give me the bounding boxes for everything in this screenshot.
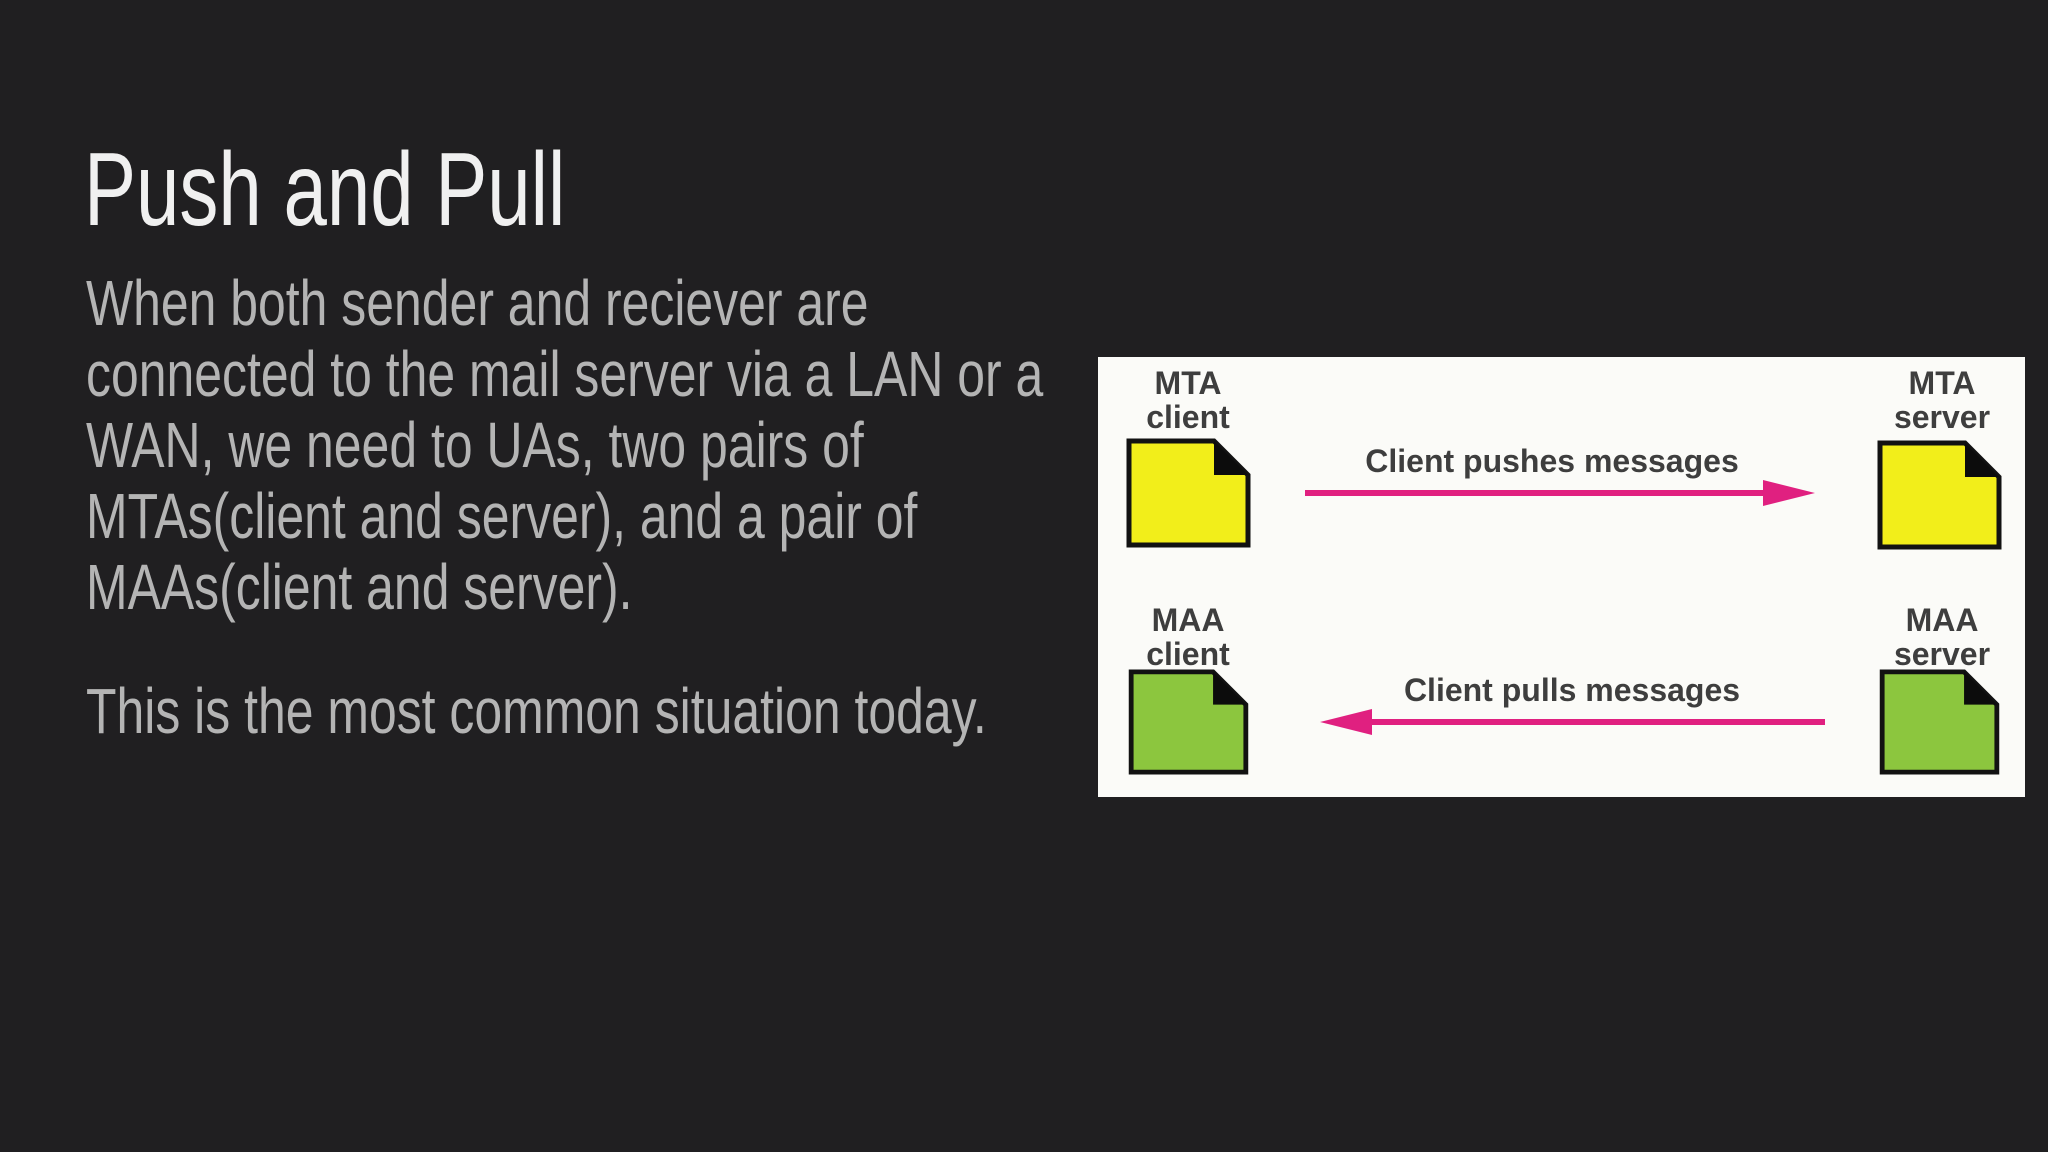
paragraph-2: This is the most common situation today. [86, 676, 1096, 747]
slide-title: Push and Pull [84, 128, 726, 253]
maa-server-label: MAA server [1867, 603, 2017, 671]
document-icon-maa-client [1128, 669, 1249, 775]
paragraph-1-line: When both sender and reciever are [86, 267, 869, 339]
mta-client-label-line2: client [1146, 399, 1230, 435]
mta-server-label-line2: server [1893, 399, 1991, 435]
push-caption: Client pushes messages [1365, 443, 1739, 479]
mta-client-label-line1: MTA [1154, 365, 1222, 401]
paragraph-1-line: WAN, we need to UAs, two pairs of [86, 409, 864, 481]
push-arrow-icon [1305, 480, 1815, 506]
document-icon-maa-server [1879, 669, 2000, 775]
mta-server-label-line1: MTA [1908, 365, 1976, 401]
mta-server-label: MTA server [1867, 366, 2017, 434]
paragraph-2-line: This is the most common situation today. [86, 675, 987, 747]
pull-arrow-icon [1320, 709, 1825, 735]
document-icon-mta-server [1877, 440, 2002, 550]
document-icon-mta-client [1126, 438, 1251, 548]
slide-body: When both sender and reciever are connec… [86, 268, 1096, 747]
maa-server-label-line1: MAA [1905, 602, 1979, 638]
diagram-panel: MTA client Client pushes messages MTA se… [1098, 357, 2025, 797]
paragraph-1: When both sender and reciever are connec… [86, 268, 1096, 623]
maa-client-label-line1: MAA [1151, 602, 1225, 638]
maa-server-label-line2: server [1893, 636, 1991, 672]
mta-client-label: MTA client [1113, 366, 1263, 434]
maa-client-label-line2: client [1146, 636, 1230, 672]
maa-client-label: MAA client [1113, 603, 1263, 671]
paragraph-1-line: MTAs(client and server), and a pair of [86, 480, 918, 552]
pull-caption: Client pulls messages [1403, 672, 1741, 708]
slide-title-text: Push and Pull [84, 132, 566, 248]
paragraph-1-line: connected to the mail server via a LAN o… [86, 338, 1044, 410]
paragraph-1-line: MAAs(client and server). [86, 551, 633, 623]
